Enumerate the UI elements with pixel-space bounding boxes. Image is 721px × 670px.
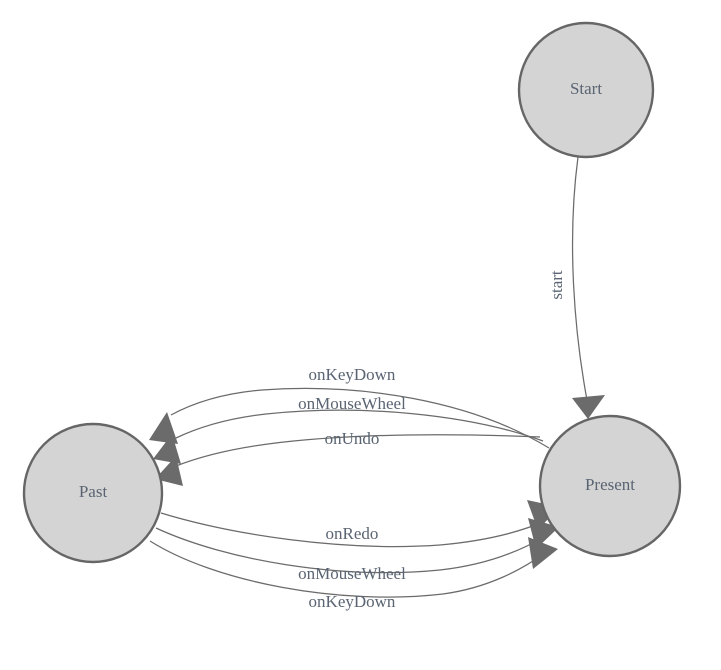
node-start[interactable]: Start xyxy=(517,21,655,159)
edge-start-to-present-path xyxy=(571,156,588,401)
arrowhead-into-past-3 xyxy=(155,456,183,486)
edge-label-present-past-2: onMouseWheel xyxy=(298,394,406,413)
edge-past-to-present-onkeydown-path xyxy=(149,540,547,598)
arrowhead-into-present-3 xyxy=(528,537,558,569)
node-present[interactable]: Present xyxy=(538,414,682,558)
node-present-circle xyxy=(538,414,682,558)
edge-past-to-present-onkeydown[interactable]: onKeyDown xyxy=(149,537,558,611)
node-start-label: Start xyxy=(570,79,602,98)
edge-past-to-present-onredo-path xyxy=(160,512,546,548)
edge-present-to-past-onundo[interactable]: onUndo xyxy=(155,429,541,486)
edge-past-to-present-onmousewheel-path xyxy=(155,527,545,574)
node-present-label: Present xyxy=(585,475,635,494)
edge-present-to-past-onmousewheel[interactable]: onMouseWheel xyxy=(153,394,544,464)
arrowhead-into-present-top xyxy=(572,395,605,419)
node-past[interactable]: Past xyxy=(22,422,164,564)
node-start-circle xyxy=(517,21,655,159)
edge-label-present-past-1: onKeyDown xyxy=(309,365,396,384)
edge-start-to-present[interactable]: start xyxy=(547,156,605,419)
edge-label-past-present-3: onKeyDown xyxy=(309,592,396,611)
node-past-label: Past xyxy=(79,482,108,501)
node-past-circle xyxy=(22,422,164,564)
edge-label-past-present-1: onRedo xyxy=(326,524,379,543)
edge-label-past-present-2: onMouseWheel xyxy=(298,564,406,583)
edge-past-to-present-onredo[interactable]: onRedo xyxy=(160,500,559,548)
edge-present-to-past-onkeydown-path xyxy=(170,387,550,449)
arrowhead-into-past-1 xyxy=(149,412,178,444)
edge-present-to-past-onundo-path xyxy=(175,434,541,467)
edge-label-present-past-3: onUndo xyxy=(325,429,380,448)
edge-label-start: start xyxy=(547,270,566,300)
edge-present-to-past-onmousewheel-path xyxy=(175,409,544,442)
arrowhead-into-past-2 xyxy=(153,434,181,464)
